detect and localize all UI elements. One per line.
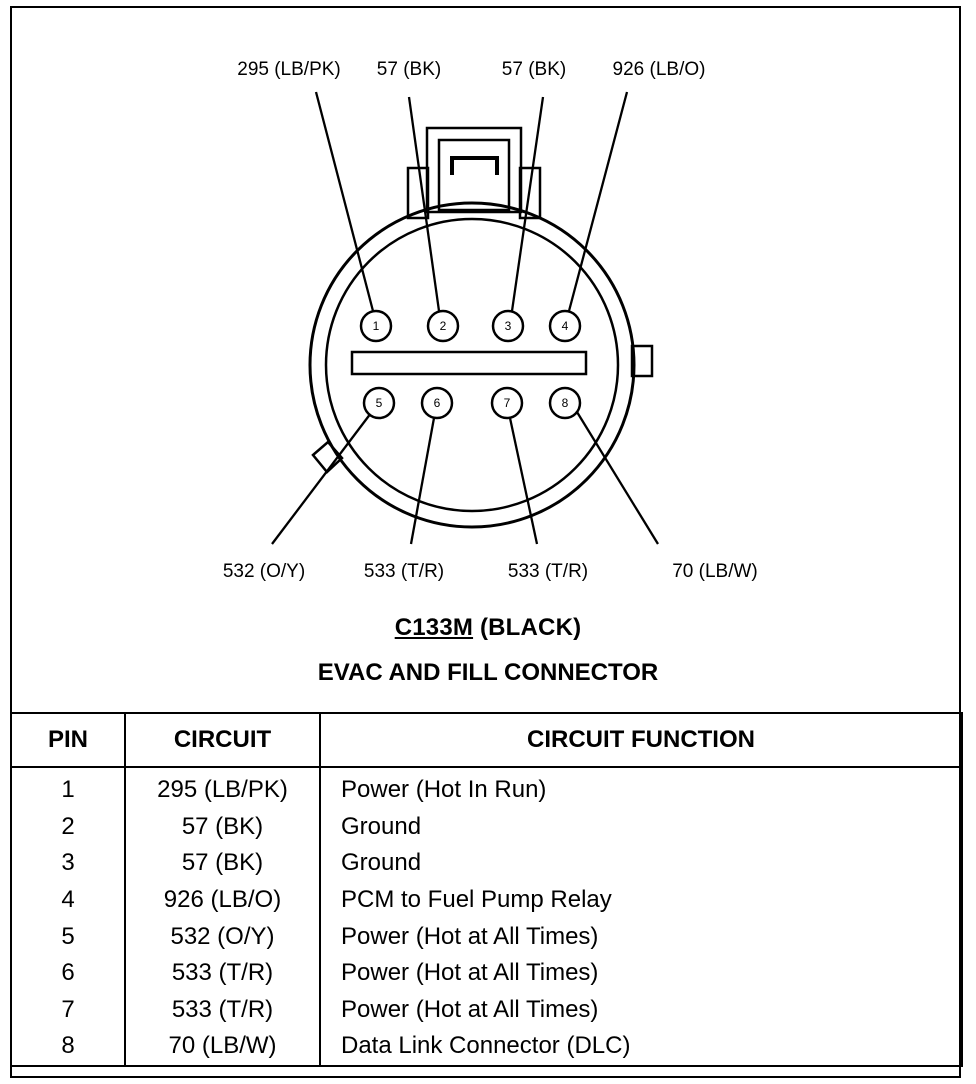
function-cell: Data Link Connector (DLC)	[319, 1028, 963, 1067]
pin-numbers: 1 2 3 4 5 6 7 8	[373, 319, 569, 410]
leader-line-pin-5	[271, 412, 372, 545]
pin-cavity-2	[426, 309, 460, 343]
leader-line-pin-2	[407, 96, 441, 312]
leader-line-pin-7	[508, 417, 539, 545]
connector-diagram: 1 2 3 4 5 6 7 8 295 (LB/PK) 57 (BK) 57 (…	[223, 59, 758, 582]
table-row: 3 57 (BK) Ground	[10, 845, 963, 882]
pin-cell: 5	[10, 918, 126, 955]
pin-number-3: 3	[505, 319, 512, 333]
table-row: 5 532 (O/Y) Power (Hot at All Times)	[10, 918, 963, 955]
pin-cell: 2	[10, 808, 126, 846]
wire-label-pin-7: 533 (T/R)	[508, 561, 588, 582]
pin-cavity-7	[490, 386, 524, 420]
diagram-frame	[10, 6, 961, 1078]
pin-cell: 8	[10, 1028, 126, 1067]
table-row: 4 926 (LB/O) PCM to Fuel Pump Relay	[10, 881, 963, 919]
connector-color: (BLACK)	[479, 614, 582, 641]
table-row: 1 295 (LB/PK) Power (Hot In Run)	[10, 767, 963, 809]
pin-cavity-3	[491, 309, 525, 343]
function-cell: Power (Hot In Run)	[319, 767, 963, 809]
header-pin: PIN	[10, 712, 126, 768]
connector-body	[308, 201, 654, 529]
pin-number-8: 8	[562, 396, 569, 410]
pin-cavity-8	[548, 386, 582, 420]
pin-number-2: 2	[440, 319, 447, 333]
circuit-cell: 532 (O/Y)	[124, 918, 321, 955]
function-cell: Power (Hot at All Times)	[319, 918, 963, 955]
header-circuit-function: CIRCUIT FUNCTION	[319, 712, 963, 768]
function-cell: PCM to Fuel Pump Relay	[319, 881, 963, 919]
wire-label-pin-1: 295 (LB/PK)	[237, 59, 341, 80]
table-row: 6 533 (T/R) Power (Hot at All Times)	[10, 954, 963, 992]
connector-name: EVAC AND FILL CONNECTOR	[317, 659, 659, 686]
circuit-cell: 57 (BK)	[124, 845, 321, 882]
pin-number-5: 5	[376, 396, 383, 410]
wire-label-pin-6: 533 (T/R)	[364, 561, 444, 582]
connector-title: C133M (BLACK)	[0, 614, 976, 642]
pin-cell: 7	[10, 991, 126, 1029]
leader-line-pin-1	[314, 91, 375, 312]
circuit-cell: 533 (T/R)	[124, 991, 321, 1029]
circuit-cell: 295 (LB/PK)	[124, 767, 321, 809]
leader-line-pin-6	[409, 417, 436, 545]
leader-line-pin-8	[576, 411, 659, 545]
table-header-row: PIN CIRCUIT CIRCUIT FUNCTION	[10, 712, 963, 768]
pin-cavities	[359, 309, 582, 420]
wire-label-pin-5: 532 (O/Y)	[223, 561, 305, 582]
pin-cavity-6	[420, 386, 454, 420]
function-cell: Power (Hot at All Times)	[319, 991, 963, 1029]
pin-number-7: 7	[504, 396, 511, 410]
pin-cell: 4	[10, 881, 126, 919]
leader-lines	[271, 91, 659, 545]
connector-latch	[406, 126, 542, 220]
circuit-cell: 926 (LB/O)	[124, 881, 321, 919]
pin-cavity-4	[548, 309, 582, 343]
circuit-cell: 70 (LB/W)	[124, 1028, 321, 1067]
table-row: 2 57 (BK) Ground	[10, 808, 963, 846]
wire-label-pin-4: 926 (LB/O)	[613, 59, 706, 80]
circuit-cell: 57 (BK)	[124, 808, 321, 846]
pin-cell: 1	[10, 767, 126, 809]
table-row: 7 533 (T/R) Power (Hot at All Times)	[10, 991, 963, 1029]
wire-label-pin-3: 57 (BK)	[502, 59, 566, 80]
circuit-cell: 533 (T/R)	[124, 954, 321, 992]
pin-number-4: 4	[562, 319, 569, 333]
leader-line-pin-3	[510, 96, 545, 312]
pin-cell: 3	[10, 845, 126, 882]
pin-cavity-5	[362, 386, 396, 420]
function-cell: Power (Hot at All Times)	[319, 954, 963, 992]
pin-table: PIN CIRCUIT CIRCUIT FUNCTION 1 295 (LB/P…	[10, 712, 963, 1067]
pin-cell: 6	[10, 954, 126, 992]
table-row: 8 70 (LB/W) Data Link Connector (DLC)	[10, 1028, 963, 1067]
leader-line-pin-4	[567, 91, 629, 312]
connector-code: C133M	[394, 614, 474, 641]
pin-number-6: 6	[434, 396, 441, 410]
wire-label-pin-2: 57 (BK)	[377, 59, 441, 80]
pin-cavity-1	[359, 309, 393, 343]
wire-labels: 295 (LB/PK) 57 (BK) 57 (BK) 926 (LB/O) 5…	[223, 59, 758, 582]
pin-number-1: 1	[373, 319, 380, 333]
header-circuit: CIRCUIT	[124, 712, 321, 768]
wire-label-pin-8: 70 (LB/W)	[672, 561, 758, 582]
function-cell: Ground	[319, 808, 963, 846]
function-cell: Ground	[319, 845, 963, 882]
